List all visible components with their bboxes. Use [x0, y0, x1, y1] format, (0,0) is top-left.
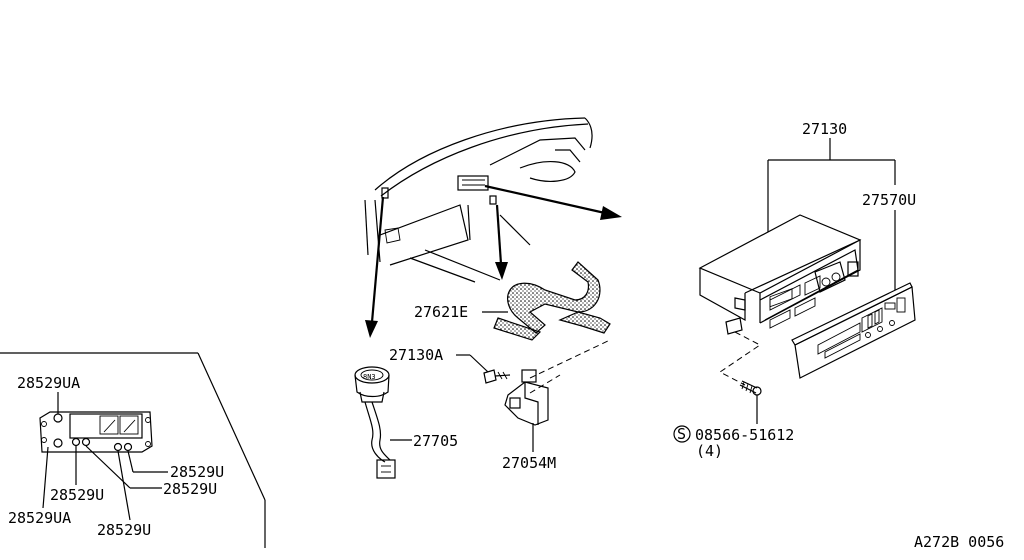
- control-unit-27130: [698, 214, 862, 386]
- label-27130A: 27130A: [389, 346, 443, 364]
- screw-and-bracket: [483, 339, 611, 426]
- screw-symbol: S: [677, 425, 686, 443]
- label-28529U-mid-left: 28529U: [50, 486, 104, 504]
- diagram-code: A272B 0056: [914, 533, 1004, 551]
- label-27054M: 27054M: [502, 454, 556, 472]
- label-28529UA-bottom: 28529UA: [8, 509, 71, 527]
- screw-08566: [739, 380, 762, 396]
- label-28529U-bottom: 28529U: [97, 521, 151, 539]
- label-27621E: 27621E: [414, 303, 468, 321]
- label-28529UA-top: 28529UA: [17, 374, 80, 392]
- label-28529U-right: 28529U: [170, 463, 224, 481]
- leader-lines: [390, 138, 896, 452]
- label-27570U: 27570U: [862, 191, 916, 209]
- duct-hose-27621E: [493, 261, 611, 341]
- screw-code-group: S 08566-51612 (4): [673, 425, 794, 460]
- sensor-face-label: 8N3: [363, 373, 376, 381]
- part-labels: 27130 27570U 27621E 27130A 27705 27054M …: [8, 120, 1004, 551]
- sensor-27705: 8N3: [354, 366, 396, 479]
- label-screw-qty: (4): [696, 442, 723, 460]
- inset-switch-panel: [0, 352, 266, 548]
- label-27130: 27130: [802, 120, 847, 138]
- dashboard-drawing: [364, 117, 593, 283]
- label-28529U-mid-right: 28529U: [163, 480, 217, 498]
- finisher-27570U: [791, 282, 916, 379]
- label-27705: 27705: [413, 432, 458, 450]
- screw-symbol-circle: [673, 425, 691, 443]
- label-08566-51612: 08566-51612: [695, 426, 794, 444]
- leader-arrows: [365, 184, 622, 338]
